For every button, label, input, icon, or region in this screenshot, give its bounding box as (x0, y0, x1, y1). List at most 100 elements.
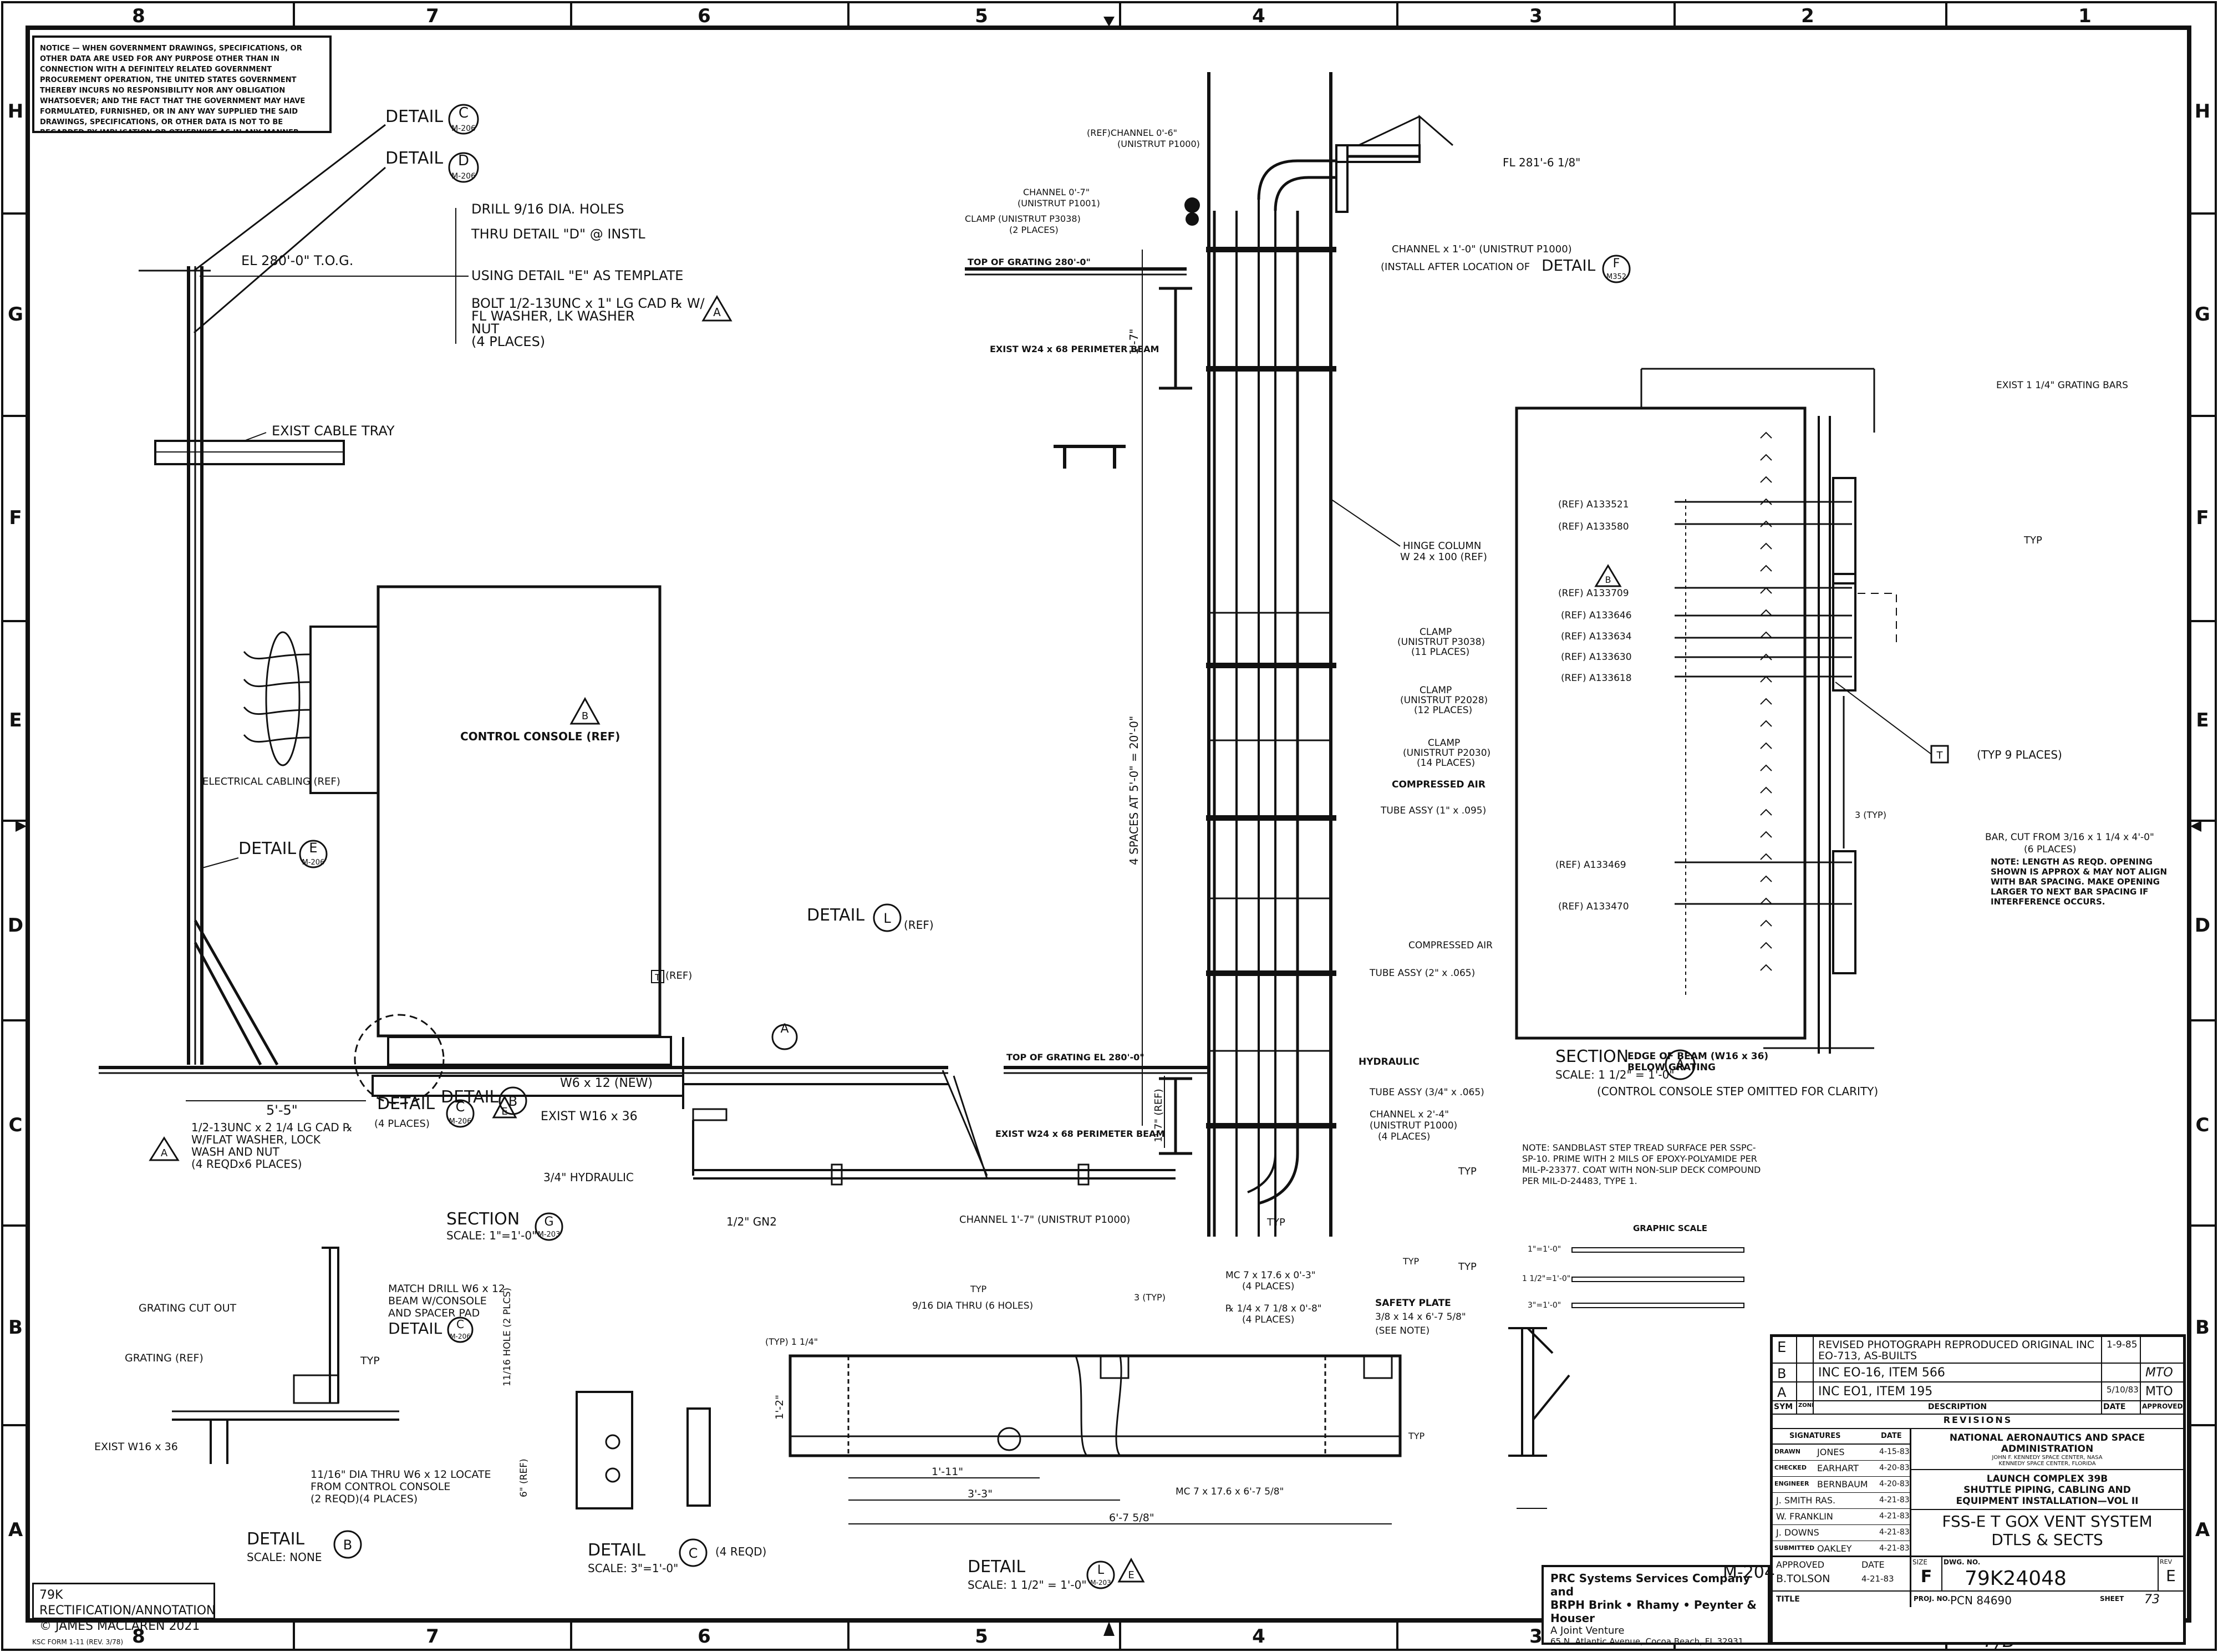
zone-col-5-bottom: 5 (975, 1625, 988, 1648)
dim-5-5: 5'-5" (266, 1102, 298, 1118)
zone-row-b: B (8, 1316, 23, 1339)
rev-sym: B (1773, 1364, 1797, 1381)
signature-name: J. SMITH RAS. (1776, 1495, 1836, 1506)
el-280-label: EL 280'-0" T.O.G. (241, 253, 353, 268)
dwg-no-value: 79K24048 (1965, 1567, 2067, 1590)
rev-header-approved: APPROVED (2142, 1402, 2183, 1410)
signature-role: DRAWN (1774, 1448, 1800, 1455)
ref-a133469: (REF) A133469 (1555, 860, 1626, 871)
title-bottom: APPROVED DATE B.TOLSON 4-21-83 M-204 TIT… (1723, 1556, 2183, 1644)
unistrut-p1001: (UNISTRUT P1001) (1018, 198, 1100, 209)
title-label: TITLE (1773, 1590, 1911, 1607)
detail-c-secg-sheet: M-206 (450, 1333, 471, 1340)
detail-c-mid-letter: C (456, 1099, 465, 1115)
detail-c-reqd: (4 REQD) (715, 1545, 766, 1558)
zone-col-3: 3 (1529, 5, 1543, 27)
title-block: E REVISED PHOTOGRAPH REPRODUCED ORIGINAL… (1723, 1334, 2186, 1645)
dim-1-11: 1'-11" (932, 1466, 963, 1478)
signature-role: CHECKED (1774, 1464, 1807, 1471)
size-box: SIZE F (1911, 1557, 1942, 1590)
section-a-mark: A (780, 1022, 788, 1036)
detail-e-sheet: M-206 (302, 858, 325, 867)
zone-col-7: 7 (426, 5, 439, 27)
detail-c-bottom-letter: C (689, 1546, 698, 1561)
section-a-scale: SCALE: 1 1/2" = 1'-0" (1555, 1068, 1675, 1081)
ref-a133634: (REF) A133634 (1561, 631, 1632, 642)
edge-beam-label: EDGE OF BEAM (W16 x 36) (1627, 1051, 1768, 1062)
rev-date (2102, 1364, 2141, 1381)
detail-c-secg-letter: C (456, 1318, 464, 1331)
ref-a133618: (REF) A133618 (1561, 673, 1632, 684)
exist-w16-label: EXIST W16 x 36 (94, 1441, 178, 1453)
ref-a133580: (REF) A133580 (1558, 521, 1629, 532)
ref-a133470: (REF) A133470 (1558, 901, 1629, 912)
t-mark-plan: T (1936, 750, 1944, 761)
note-length: NOTE: LENGTH AS REQD. OPENING SHOWN IS A… (1991, 857, 2167, 907)
dwg-no-label: DWG. NO. (1944, 1558, 1981, 1566)
zone-row-g: G (8, 303, 23, 326)
typ-weld-l3: TYP (1408, 1431, 1425, 1441)
signature-date: 4-20-83 (1879, 1480, 1910, 1488)
clamp1-places: (11 PLACES) (1411, 647, 1469, 658)
bolt-note: BOLT 1/2-13UNC x 1" LG CAD ℞ W/ (471, 296, 705, 311)
dwg-no-box: DWG. NO. 79K24048 (1942, 1557, 2159, 1590)
w6x12-label: W6 x 12 (NEW) (560, 1076, 653, 1090)
zone-row-f: F (9, 507, 22, 529)
sheet-value: 73 (2144, 1593, 2160, 1607)
rev-a-triangle-letter: A (713, 306, 721, 319)
control-console-label: CONTROL CONSOLE (REF) (460, 730, 620, 743)
signature-role: ENGINEER (1774, 1480, 1809, 1487)
rev-sym: A (1773, 1382, 1797, 1400)
signature-row: W. FRANKLIN 4-21-83 (1773, 1509, 1910, 1525)
see-note-label: (SEE NOTE) (1375, 1325, 1430, 1336)
hinge-column-elevation (965, 72, 1453, 1237)
hinge-column-label: HINGE COLUMN (1403, 540, 1481, 552)
signature-name: BERNBAUM (1817, 1479, 1868, 1490)
rev-value: E (2166, 1567, 2176, 1585)
dim-6-7: 6'-7 5/8" (1109, 1512, 1154, 1524)
revision-row-a: A INC EO1, ITEM 195 5/10/83 MTO (1773, 1382, 2183, 1401)
dim-3-3: 3'-3" (968, 1488, 993, 1500)
signature-name: EARHART (1817, 1463, 1859, 1473)
clamp-p3038-top: CLAMP (UNISTRUT P3038) (965, 214, 1081, 224)
zone-col-2: 2 (1801, 5, 1814, 27)
zone-row-c-right: C (2196, 1114, 2210, 1136)
detail-c-secg-label: DETAIL (388, 1319, 442, 1338)
rev-a-triangle (701, 295, 732, 322)
rev-header-zone: ZONE (1797, 1401, 1814, 1414)
typ-14-label: (TYP) 1 1/4" (765, 1336, 818, 1347)
zone-row-b-right: B (2195, 1316, 2210, 1339)
zone-col-1: 1 (2078, 5, 2092, 27)
detail-f-letter: F (1613, 257, 1620, 271)
ref-a133646: (REF) A133646 (1561, 610, 1632, 621)
prc-line-1: PRC Systems Services Company and (1550, 1572, 1751, 1598)
section-a-title: SECTION (1555, 1047, 1629, 1066)
signature-date: 4-21-83 (1879, 1544, 1910, 1553)
exist-w24-lower: EXIST W24 x 68 PERIMETER BEAM (995, 1129, 1164, 1139)
detail-c-mid-places: (4 PLACES) (374, 1118, 430, 1130)
tube-assy-1: TUBE ASSY (1" x .095) (1380, 805, 1486, 816)
signature-date: 4-21-83 (1879, 1512, 1910, 1521)
four-spaces-dim: 4 SPACES AT 5'-0" = 20'-0" (1127, 716, 1141, 865)
signature-date: 4-15-83 (1879, 1447, 1910, 1456)
zone-row-g-right: G (2195, 303, 2210, 326)
rectification-stamp: 79K RECTIFICATION/ANNOTATION © JAMES MAC… (32, 1583, 216, 1633)
signature-date: 4-21-83 (1879, 1496, 1910, 1504)
rev-header-sym: SYM (1773, 1401, 1797, 1414)
grating-ref-label: GRATING (REF) (125, 1352, 204, 1364)
nut-note: NUT (471, 321, 500, 337)
detail-c-sheet: M-206 (451, 124, 476, 133)
revisions-title: REVISIONS (1773, 1415, 2183, 1429)
signature-name: W. FRANKLIN (1776, 1511, 1833, 1522)
detail-l-letter: L (1097, 1563, 1105, 1577)
detail-d-bubble (448, 152, 479, 183)
typ-3-label: 3 (TYP) (1855, 810, 1886, 820)
rev-date: 1-9-85 (2102, 1337, 2141, 1363)
install-after-label: (INSTALL AFTER LOCATION OF (1381, 261, 1530, 273)
hole-1116-label: 11/16" DIA THRU W6 x 12 LOCATE (311, 1468, 491, 1481)
prc-line-3: A Joint Venture (1550, 1625, 1625, 1636)
channel-2-4-sub: (UNISTRUT P1000) (1370, 1120, 1457, 1131)
zone-col-4-bottom: 4 (1252, 1625, 1265, 1648)
